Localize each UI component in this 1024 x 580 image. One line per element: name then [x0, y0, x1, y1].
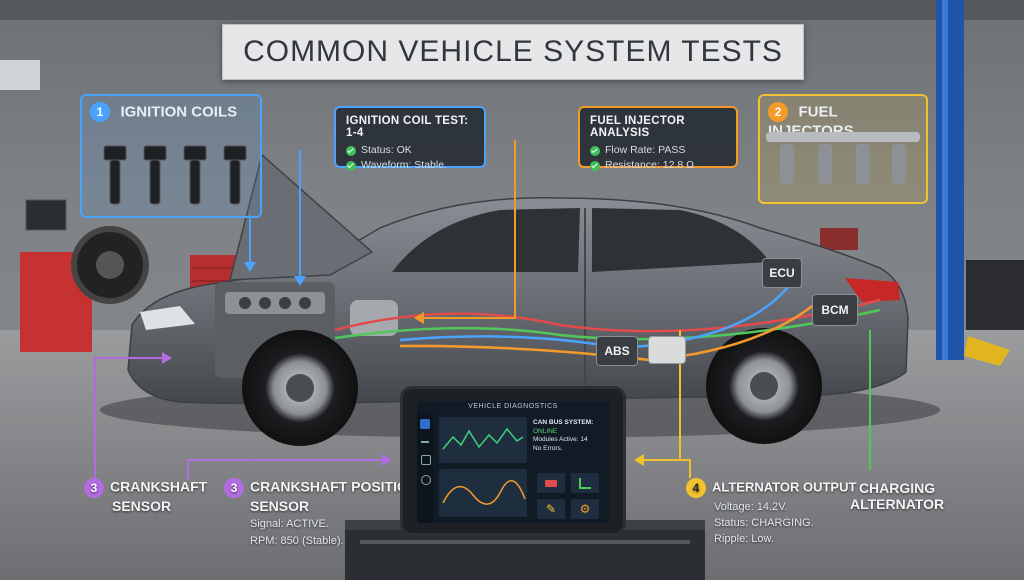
check-icon [590, 145, 600, 156]
sensor-module [648, 336, 686, 364]
car-icon[interactable] [420, 419, 430, 429]
abs-module: ABS [596, 336, 638, 366]
fuel-test-title: FUEL INJECTOR ANALYSIS [590, 115, 685, 139]
fuel-number-badge: 2 [768, 102, 788, 122]
battery-icon [545, 479, 557, 487]
alternator-number-badge: 4 [686, 478, 706, 498]
crankshaft-number-badge: 3 [84, 478, 104, 498]
gear-icon[interactable] [421, 475, 431, 485]
ignition-number-badge: 1 [90, 102, 110, 122]
waveform-tile-2[interactable] [439, 469, 527, 517]
wrench-icon[interactable] [421, 455, 431, 465]
can-bus-status: CAN BUS SYSTEM: ONLINE Modules Active: 1… [533, 419, 594, 452]
ignition-waveform-line: Waveform: Stable. [346, 158, 474, 173]
ignition-status-line: Status: OK [346, 143, 474, 158]
alternator-voltage: Voltage: 14.2V. [714, 501, 788, 513]
wrench-icon: ✎ [545, 502, 557, 516]
oscilloscope-graph [442, 480, 526, 505]
gear-icon: ⚙ [579, 502, 591, 516]
tablet-sidebar [417, 413, 433, 523]
crankshaft-position-number-badge: 3 [224, 478, 244, 498]
bar-chart-icon [579, 477, 591, 489]
waveform-graph [442, 427, 524, 450]
ignition-test-box: IGNITION COIL TEST: 1-4 Status: OK Wavef… [334, 106, 486, 171]
battery-button[interactable] [537, 473, 565, 493]
fuel-injectors-panel: 2 FUEL INJECTORS [758, 94, 928, 204]
fuel-flow-line: Flow Rate: PASS [590, 143, 726, 158]
fuel-test-box: FUEL INJECTOR ANALYSIS Flow Rate: PASS R… [578, 106, 738, 171]
crankshaft-signal: Signal: ACTIVE. [250, 518, 329, 530]
waveform-tile-1[interactable] [439, 417, 527, 463]
tablet-title: VEHICLE DIAGNOSTICS [468, 403, 558, 410]
chart-button[interactable] [571, 473, 599, 493]
check-icon [590, 160, 600, 171]
ignition-coil-icons [103, 145, 247, 205]
bcm-module: BCM [812, 294, 858, 326]
fuel-resistance-line: Resistance: 12.8 Ω [590, 158, 726, 173]
alternator-status: Status: CHARGING. [714, 517, 814, 529]
ecu-module: ECU [762, 258, 802, 288]
menu-icon[interactable] [421, 441, 429, 443]
alternator-ripple: Ripple: Low. [714, 533, 774, 545]
ignition-coils-panel: 1 IGNITION COILS [80, 94, 262, 218]
tablet-screen[interactable]: VEHICLE DIAGNOSTICS CAN BUS SYSTEM: ONLI… [417, 401, 609, 523]
settings-button[interactable]: ⚙ [571, 499, 599, 519]
check-icon [346, 160, 356, 171]
crankshaft-rpm: RPM: 850 (Stable). [250, 535, 344, 547]
diagnostic-tablet[interactable]: VEHICLE DIAGNOSTICS CAN BUS SYSTEM: ONLI… [400, 386, 626, 536]
fuel-injector-icons [766, 132, 920, 184]
ignition-test-title: IGNITION COIL TEST: 1-4 [346, 115, 469, 139]
page-title: COMMON VEHICLE SYSTEM TESTS [222, 24, 804, 80]
ignition-coils-label: IGNITION COILS [120, 103, 238, 121]
tools-button[interactable]: ✎ [537, 499, 565, 519]
check-icon [346, 145, 356, 156]
